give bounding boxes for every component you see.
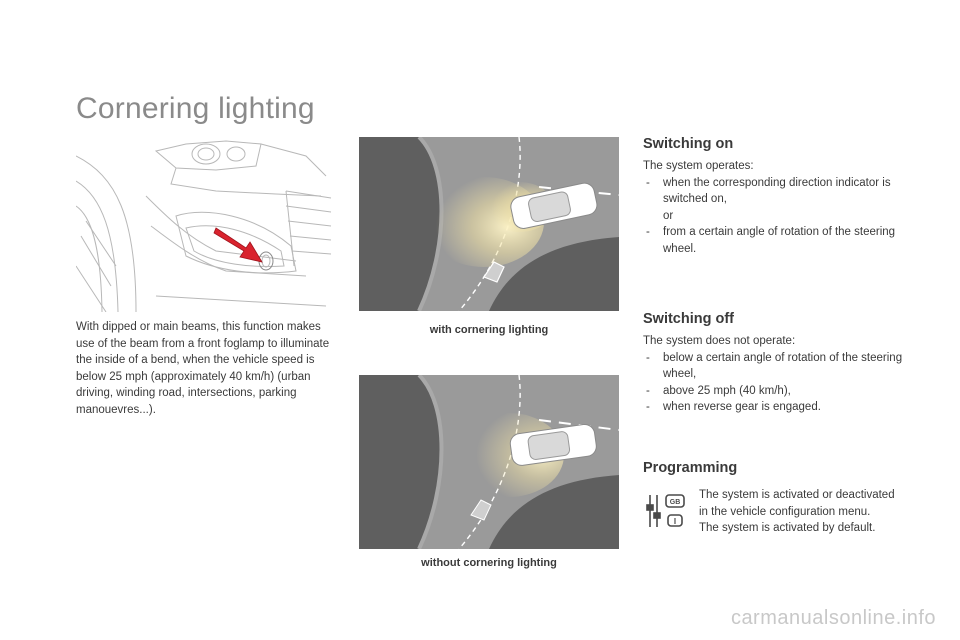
list-item-text: when the corresponding direction indicat… — [663, 176, 891, 206]
with-cornering-lighting-diagram — [359, 135, 620, 312]
switching-on-body: The system operates: -when the correspon… — [643, 158, 913, 257]
list-item: -when the corresponding direction indica… — [646, 176, 891, 206]
switching-off-body: The system does not operate: -below a ce… — [643, 333, 913, 416]
or-text: or — [663, 209, 674, 222]
programming-body: The system is activated or deactivated i… — [699, 487, 899, 537]
list-item: -from a certain angle of rotation of the… — [646, 226, 896, 255]
list-item: -above 25 mph (40 km/h), — [646, 384, 791, 397]
page-title: Cornering lighting — [76, 92, 315, 125]
list-item-text: above 25 mph (40 km/h), — [663, 384, 791, 397]
list-item-text: when reverse gear is engaged. — [663, 401, 821, 413]
caption-with-cornering: with cornering lighting — [429, 324, 549, 336]
switching-off-heading: Switching off — [643, 311, 735, 327]
icon-badge-top: GB — [670, 499, 681, 506]
switching-off-intro: The system does not operate: — [643, 335, 796, 347]
watermark: carmanualsonline.info — [730, 607, 936, 629]
switching-on-heading: Switching on — [643, 136, 734, 152]
switching-on-intro: The system operates: — [643, 160, 754, 172]
list-item: or — [643, 208, 913, 225]
list-item-text: from a certain angle of rotation of the … — [663, 226, 896, 255]
without-cornering-lighting-diagram — [359, 373, 620, 550]
list-item: -when reverse gear is engaged. — [646, 401, 821, 413]
caption-without-cornering: without cornering lighting — [421, 557, 557, 569]
programming-line-2: The system is activated by default. — [699, 522, 876, 534]
list-item: -below a certain angle of rotation of th… — [646, 351, 903, 381]
programming-line-1: The system is activated or deactivated i… — [699, 489, 895, 518]
programming-heading: Programming — [643, 460, 738, 476]
list-item-text: below a certain angle of rotation of the… — [663, 351, 903, 381]
intro-paragraph: With dipped or main beams, this function… — [76, 321, 330, 416]
pointer-arrow-icon — [213, 227, 263, 263]
icon-badge-bottom: I — [674, 517, 676, 526]
config-menu-icon: GB I — [645, 493, 689, 529]
front-foglamp-illustration — [75, 136, 336, 313]
